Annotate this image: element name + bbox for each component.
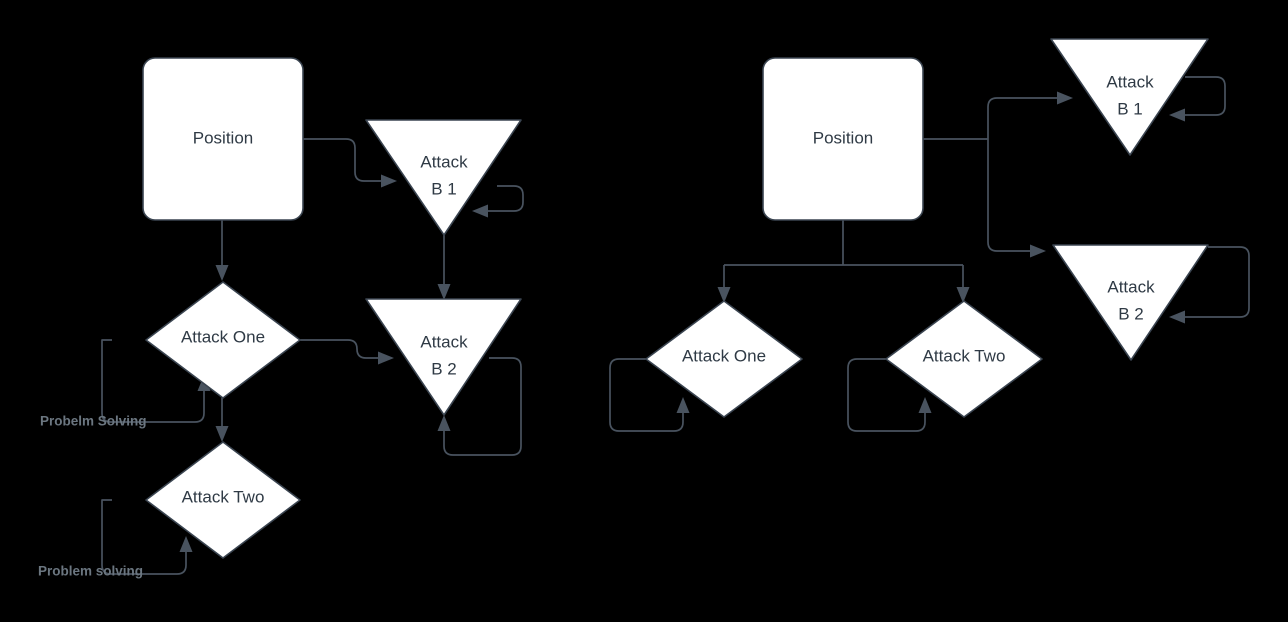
node-attack-one-right[interactable]: Attack One bbox=[645, 300, 803, 418]
right-edges bbox=[609, 76, 1250, 432]
left-diagram: Position Attack B 1 Attack B 2 At bbox=[38, 57, 524, 579]
attack-b1-label-line1: Attack bbox=[420, 152, 468, 171]
node-position-right[interactable]: Position bbox=[762, 57, 924, 221]
arrowhead-problem-solving-two bbox=[179, 536, 193, 552]
edge-problem-solving-two[interactable] bbox=[101, 499, 187, 575]
node-attack-b1-right[interactable]: Attack B 1 bbox=[1050, 38, 1209, 156]
attack-b2-label-line1-right: Attack bbox=[1107, 277, 1155, 296]
arrowhead-attack-b1-self-loop-right bbox=[1169, 108, 1185, 122]
node-attack-one-left[interactable]: Attack One bbox=[145, 281, 301, 399]
attack-one-label-right: Attack One bbox=[682, 346, 766, 365]
attack-b2-label-line2: B 2 bbox=[431, 359, 457, 378]
attack-b2-triangle-shape-right bbox=[1052, 244, 1209, 361]
attack-b2-label-line2-right: B 2 bbox=[1118, 304, 1144, 323]
edge-attack-b2-self-loop[interactable] bbox=[443, 357, 522, 456]
attack-b2-triangle-shape bbox=[365, 298, 522, 416]
arrowhead-attack-one-to-attack-two bbox=[215, 426, 229, 442]
edge-position-fork-right[interactable] bbox=[723, 220, 964, 290]
edge-position-to-attack-b1[interactable] bbox=[303, 138, 385, 182]
right-diagram: Position Attack B 1 Attack B 2 At bbox=[609, 38, 1250, 432]
attack-b2-label-line1: Attack bbox=[420, 332, 468, 351]
node-attack-two-right[interactable]: Attack Two bbox=[885, 300, 1043, 418]
arrowhead-position-to-attack-b1 bbox=[381, 174, 397, 188]
edge-label-problem-solving: Problem solving bbox=[38, 564, 143, 579]
node-attack-b2-right[interactable]: Attack B 2 bbox=[1052, 244, 1209, 361]
node-attack-b1-left[interactable]: Attack B 1 bbox=[365, 119, 522, 236]
attack-two-label: Attack Two bbox=[182, 487, 265, 506]
attack-two-diamond-shape bbox=[145, 441, 301, 559]
right-nodes: Position Attack B 1 Attack B 2 At bbox=[645, 38, 1209, 418]
edge-problem-solving-one[interactable] bbox=[101, 339, 205, 423]
attack-b1-triangle-shape-right bbox=[1050, 38, 1209, 156]
arrowhead-attack-b2-self-loop-right bbox=[1169, 310, 1185, 324]
position-box-label: Position bbox=[193, 128, 253, 147]
arrowhead-position-to-attack-b2-right bbox=[1030, 244, 1046, 258]
edge-attack-two-self-loop-right[interactable] bbox=[847, 358, 926, 432]
attack-b1-label-line2: B 1 bbox=[431, 179, 457, 198]
attack-one-diamond-shape bbox=[145, 281, 301, 399]
arrowhead-attack-b1-self-loop bbox=[472, 204, 488, 218]
node-attack-two-left[interactable]: Attack Two bbox=[145, 441, 301, 559]
arrowhead-attack-one-self-loop-right bbox=[676, 397, 690, 413]
attack-b1-label-line1-right: Attack bbox=[1106, 72, 1154, 91]
edge-label-probelm-solving: Probelm Solving bbox=[40, 414, 147, 429]
attack-one-label: Attack One bbox=[181, 327, 265, 346]
left-edge-labels: Probelm Solving Problem solving bbox=[38, 414, 147, 579]
arrowhead-attack-two-self-loop-right bbox=[918, 397, 932, 413]
edge-position-to-attack-b2-right[interactable] bbox=[987, 139, 1033, 252]
position-box-shape bbox=[142, 57, 304, 221]
edge-attack-b1-self-loop-right[interactable] bbox=[1182, 76, 1226, 116]
arrowhead-position-to-attack-one-right bbox=[717, 287, 731, 303]
edge-attack-b1-self-loop[interactable] bbox=[486, 185, 524, 212]
edge-attack-one-self-loop-right[interactable] bbox=[609, 358, 684, 432]
attack-two-label-right: Attack Two bbox=[923, 346, 1006, 365]
attack-b1-label-line2-right: B 1 bbox=[1117, 99, 1143, 118]
arrowhead-attack-b1-to-attack-b2 bbox=[437, 284, 451, 300]
arrowhead-position-to-attack-b1-right bbox=[1057, 91, 1073, 105]
node-attack-b2-left[interactable]: Attack B 2 bbox=[365, 298, 522, 416]
position-box-label-right: Position bbox=[813, 128, 873, 147]
attack-two-diamond-shape-right bbox=[885, 300, 1043, 418]
position-box-shape-right bbox=[762, 57, 924, 221]
arrowhead-attack-one-to-attack-b2 bbox=[378, 351, 394, 365]
attack-one-diamond-shape-right bbox=[645, 300, 803, 418]
left-nodes: Position Attack B 1 Attack B 2 At bbox=[142, 57, 522, 559]
arrowhead-position-to-attack-one bbox=[215, 265, 229, 281]
node-position-left[interactable]: Position bbox=[142, 57, 304, 221]
edge-attack-one-to-attack-b2[interactable] bbox=[300, 339, 380, 359]
attack-b1-triangle-shape bbox=[365, 119, 522, 236]
edge-attack-b2-self-loop-right[interactable] bbox=[1182, 246, 1250, 318]
arrowhead-attack-b2-self-loop bbox=[437, 415, 451, 431]
edge-position-to-attack-b1-right[interactable] bbox=[987, 97, 1060, 139]
arrowhead-position-to-attack-two-right bbox=[956, 287, 970, 303]
